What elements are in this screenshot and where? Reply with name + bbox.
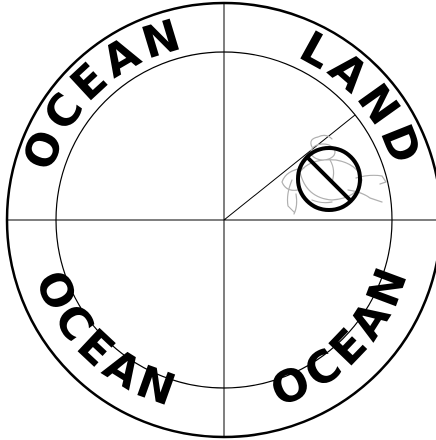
spinner-wheel: OCEAN LAND OCEAN OCEAN [0,0,436,440]
